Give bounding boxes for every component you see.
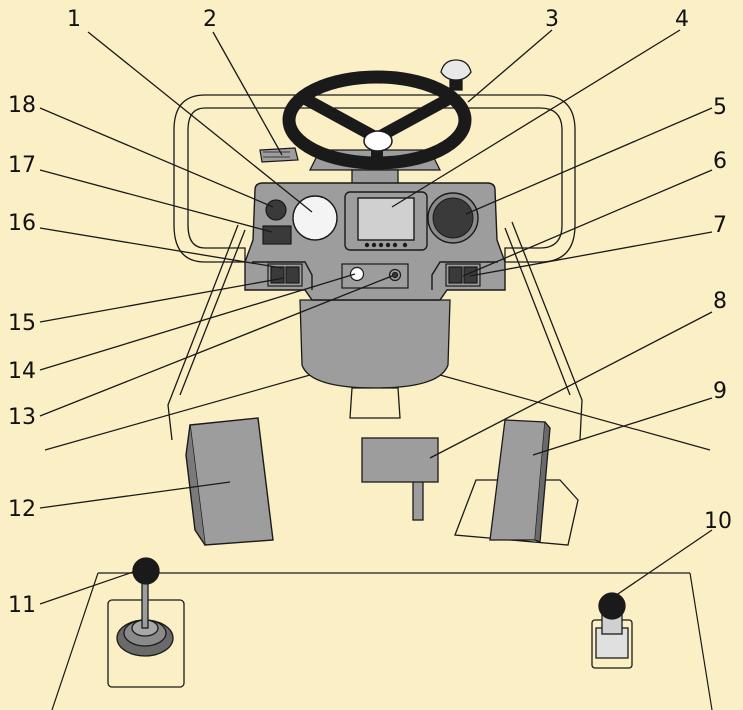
callout-12: 12 <box>8 497 36 522</box>
rops-frame <box>173 94 576 263</box>
cab-pillars <box>167 221 583 441</box>
callout-3: 3 <box>545 7 559 32</box>
callout-7: 7 <box>713 213 727 238</box>
indicator-lamp <box>265 199 287 221</box>
callout-6: 6 <box>713 149 727 174</box>
callout-leader-lines <box>39 29 713 605</box>
center-pedal <box>361 437 439 521</box>
display-buttons <box>364 242 408 248</box>
callout-18: 18 <box>8 93 36 118</box>
lever-stalk <box>259 147 299 163</box>
callout-9: 9 <box>713 379 727 404</box>
callout-11: 11 <box>8 593 36 618</box>
left-upper-switch <box>262 225 292 245</box>
callout-4: 4 <box>675 7 689 32</box>
left-pedal <box>185 417 274 546</box>
left-rocker-switches <box>267 263 303 287</box>
callout-13: 13 <box>8 405 36 430</box>
callout-1: 1 <box>67 7 81 32</box>
callout-8: 8 <box>713 289 727 314</box>
right-pedal <box>454 419 579 546</box>
right-rocker-switches <box>445 263 481 287</box>
floor-lines <box>44 374 713 710</box>
left-joystick <box>107 557 185 688</box>
callout-5: 5 <box>713 95 727 120</box>
callout-10: 10 <box>704 509 732 534</box>
callout-16: 16 <box>8 211 36 236</box>
center-controls <box>341 263 409 289</box>
right-control-lever <box>591 592 633 669</box>
callout-15: 15 <box>8 311 36 336</box>
gauge-left <box>292 195 338 241</box>
steering-wheel <box>282 70 472 170</box>
steering-knob <box>440 59 472 91</box>
callout-14: 14 <box>8 359 36 384</box>
callout-17: 17 <box>8 153 36 178</box>
callout-labels: 1 2 3 4 5 6 7 8 9 10 11 12 13 14 15 16 1… <box>8 7 732 618</box>
callout-2: 2 <box>203 7 217 32</box>
gauge-right <box>432 197 474 239</box>
